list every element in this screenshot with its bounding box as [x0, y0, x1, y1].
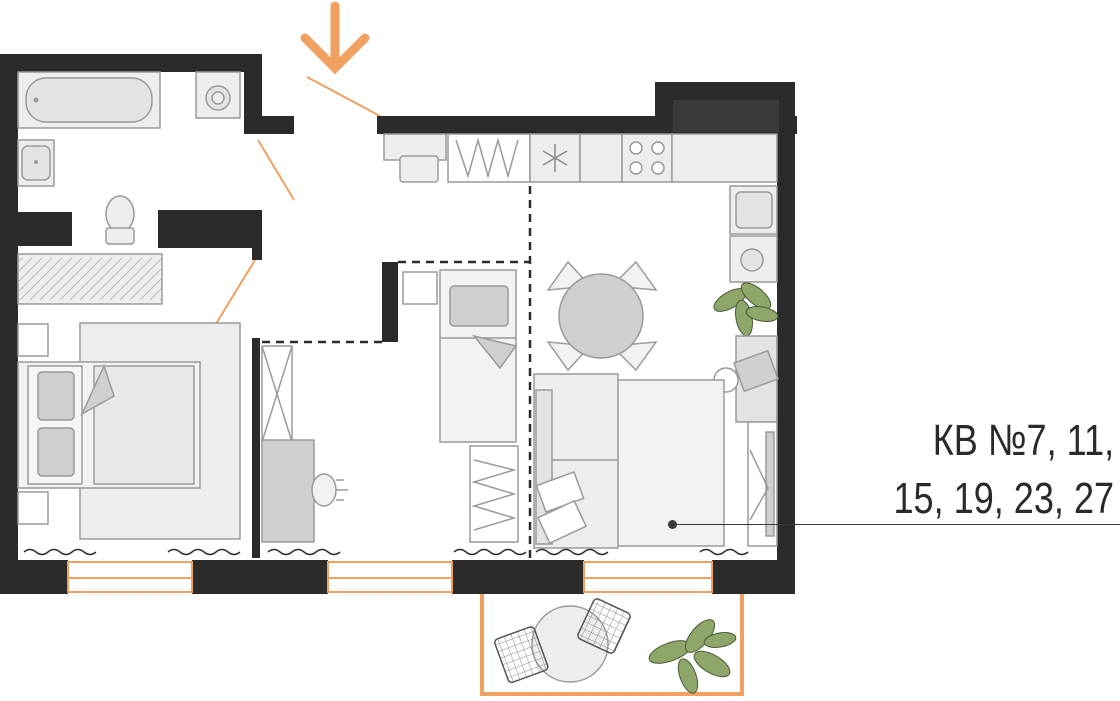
armchair: [713, 335, 780, 423]
study: [261, 340, 382, 543]
snowflake-icon: [542, 144, 568, 172]
kids-zone: [398, 186, 532, 560]
toilet: [105, 195, 135, 245]
counter: [671, 133, 778, 183]
arrow-down-icon: [300, 1, 370, 75]
label-pointer-line: [672, 524, 1120, 525]
stool: [399, 155, 439, 183]
door-swing-lines: [213, 76, 381, 328]
nightstand: [402, 271, 438, 305]
living-room: [533, 373, 778, 549]
plant-icon: [648, 619, 737, 694]
column: [673, 100, 779, 132]
kitchen: [383, 133, 778, 283]
label-pointer-dot: [668, 520, 677, 529]
nightstand: [17, 491, 49, 525]
rug: [613, 379, 725, 547]
balcony: [480, 594, 744, 696]
apartment-label-line-2: 15, 19, 23, 27: [893, 474, 1114, 523]
plant-icon: [713, 282, 779, 337]
windows: [67, 561, 713, 593]
apartment-label: КВ №7, 11, 15, 19, 23, 27: [845, 412, 1114, 528]
radiators: [23, 548, 749, 556]
desk-chair: [311, 473, 348, 507]
counter: [579, 133, 623, 183]
bookshelf: [469, 445, 519, 543]
stove: [621, 133, 673, 183]
desk: [261, 439, 315, 543]
nightstand: [17, 323, 49, 357]
dining-table: [546, 260, 658, 372]
apartment-label-line-1: КВ №7, 11,: [932, 416, 1114, 465]
bedroom: [17, 253, 241, 540]
bathroom: [17, 71, 241, 245]
